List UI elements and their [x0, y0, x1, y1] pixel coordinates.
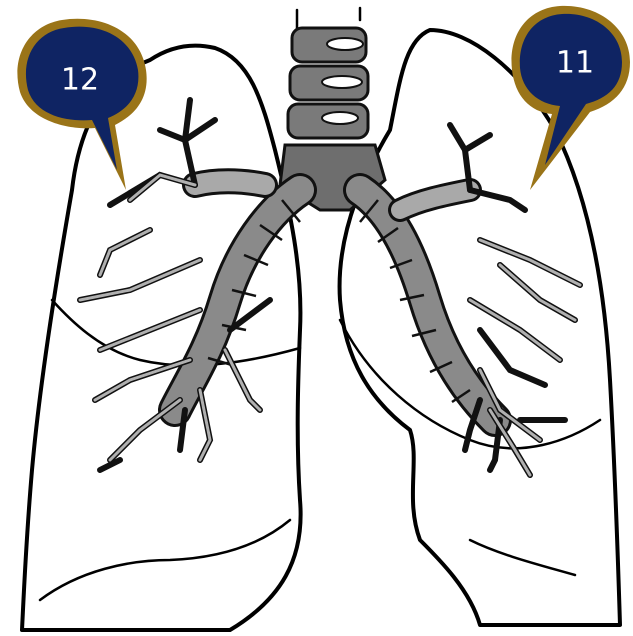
- vertebra-3-hole: [322, 112, 358, 124]
- vertebra-2-hole: [322, 76, 362, 88]
- callout-right-label: 11: [556, 46, 594, 81]
- spine: [288, 8, 368, 138]
- vertebra-1-hole: [327, 38, 363, 50]
- right-upper-bronchus: [195, 181, 265, 185]
- callout-left-label: 12: [61, 63, 99, 98]
